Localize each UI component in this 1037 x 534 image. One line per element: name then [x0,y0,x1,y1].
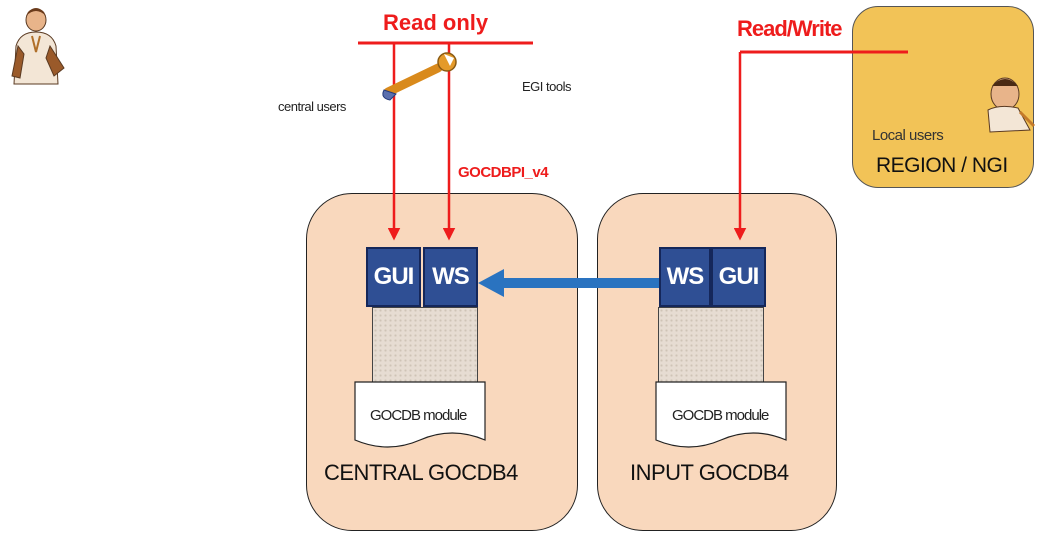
read-only-label: Read only [383,10,489,35]
read-write-label: Read/Write [737,16,843,41]
sync-arrow [478,269,662,297]
central-module-label: GOCDB module [370,407,467,424]
input-ws-tile[interactable]: WS [659,247,711,307]
central-users-label: central users [278,99,346,114]
input-gocdb4-title: INPUT GOCDB4 [630,460,789,485]
input-module-label: GOCDB module [672,407,769,424]
central-ws-tile[interactable]: WS [423,247,478,307]
central-user-person-icon [11,8,65,85]
read-write-connector [733,50,908,241]
local-user-person-icon [987,77,1036,133]
read-only-connector [358,41,533,241]
central-module-label-shape [354,381,486,448]
local-users-label: Local users [872,127,944,144]
central-gocdb-module-block [372,307,478,394]
central-gocdb4-title: CENTRAL GOCDB4 [324,460,518,485]
central-gui-tile[interactable]: GUI [366,247,421,307]
input-gui-tile[interactable]: GUI [711,247,766,307]
input-module-label-shape [655,381,787,448]
wrench-icon [382,52,457,101]
egi-tools-label: EGI tools [522,79,571,94]
gocdbpi-label: GOCDBPI_v4 [458,164,549,181]
region-ngi-label: REGION / NGI [876,154,1008,177]
